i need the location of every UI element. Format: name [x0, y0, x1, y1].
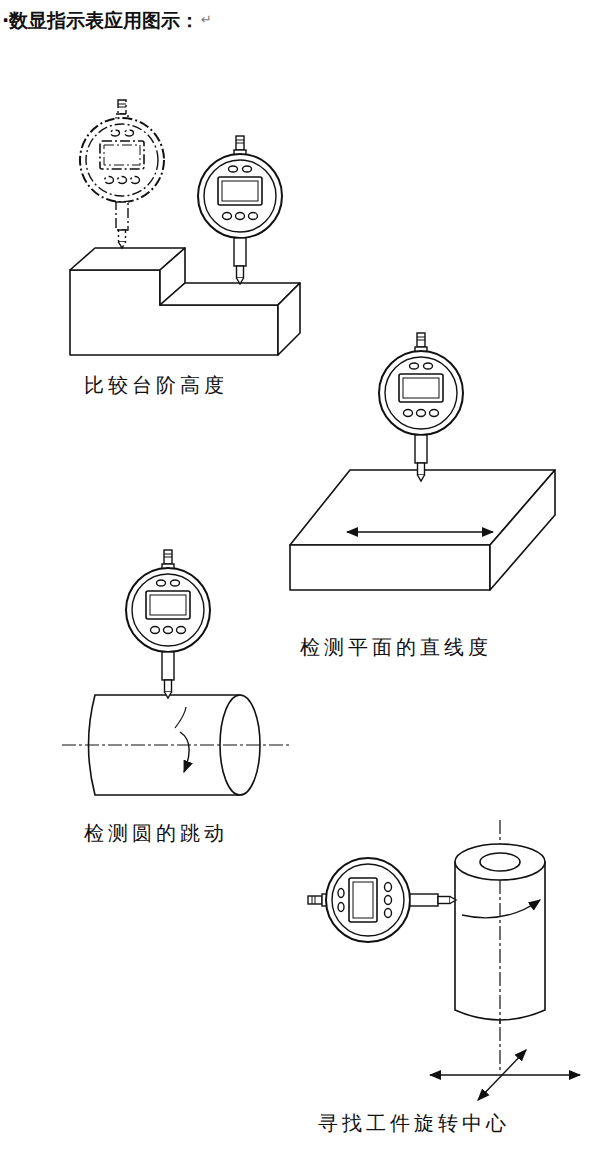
figure-caption: 检测平面的直线度	[300, 634, 492, 661]
figure-caption: 比较台阶高度	[84, 372, 228, 399]
heading: ·数显指示表应用图示：	[2, 8, 199, 34]
figure-caption: 寻找工件旋转中心	[318, 1110, 510, 1137]
paragraph-mark: ↵	[201, 12, 212, 27]
figure-caption: 检测圆的跳动	[84, 820, 228, 847]
